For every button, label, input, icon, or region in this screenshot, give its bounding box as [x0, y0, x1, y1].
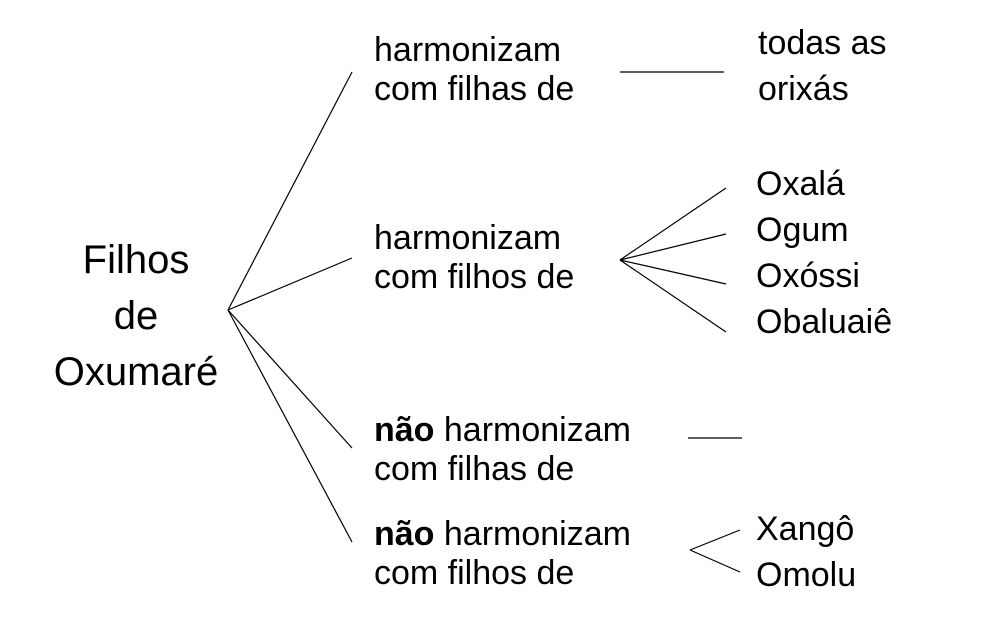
root-line-1: Filhos	[82, 238, 190, 282]
branch-2: harmonizam com filhos de	[374, 219, 574, 297]
branch-3-negation: não	[374, 411, 435, 449]
branch-1-line-2: com filhas de	[374, 70, 575, 108]
branch-4-negation: não	[374, 515, 435, 553]
branch-2-target-3: Oxóssi	[756, 257, 860, 295]
root-line-2: de	[113, 294, 159, 338]
branch-3-line-2: com filhas de	[374, 450, 575, 488]
branch-2-line-2: com filhos de	[374, 258, 575, 296]
branch-1-target: todas as orixás	[758, 20, 887, 112]
connector-branch-2-to-target-2	[619, 233, 727, 261]
branch-1: harmonizam com filhas de	[374, 31, 574, 109]
branch-4-line-2: com filhos de	[374, 554, 575, 592]
branch-1-target-line-2: orixás	[758, 70, 849, 108]
branch-3: não harmonizam com filhas de	[374, 411, 631, 489]
connector-root-to-branch-2	[227, 257, 353, 311]
connector-branch-4-to-target-2	[689, 549, 741, 573]
branch-2-target-2: Ogum	[756, 211, 849, 249]
connector-root-to-branch-3	[227, 309, 353, 449]
branch-4-targets: Xangô Omolu	[756, 506, 856, 598]
connector-branch-2-to-target-3	[619, 259, 727, 285]
branch-4-target-1: Xangô	[756, 510, 855, 548]
connector-branch-2-to-target-4	[619, 259, 727, 333]
branch-1-line-1: harmonizam	[374, 31, 562, 69]
branch-4-line-1: harmonizam	[434, 515, 631, 553]
branch-4: não harmonizam com filhos de	[374, 515, 631, 593]
branch-2-target-4: Obaluaiê	[756, 303, 893, 341]
connector-branch-2-to-target-1	[619, 187, 727, 261]
connector-root-to-branch-4	[227, 309, 353, 543]
branch-2-targets: Oxalá Ogum Oxóssi Obaluaiê	[756, 161, 892, 345]
branch-3-line-1: harmonizam	[434, 411, 631, 449]
root-line-3: Oxumaré	[53, 350, 219, 394]
branch-2-target-1: Oxalá	[756, 165, 845, 203]
branch-4-target-2: Omolu	[756, 556, 857, 594]
branch-2-line-1: harmonizam	[374, 219, 562, 257]
connector-root-to-branch-1	[227, 71, 353, 311]
branch-1-target-line-1: todas as	[758, 24, 887, 62]
connector-branch-4-to-target-1	[689, 529, 741, 551]
root-node: Filhos de Oxumaré	[26, 232, 246, 400]
